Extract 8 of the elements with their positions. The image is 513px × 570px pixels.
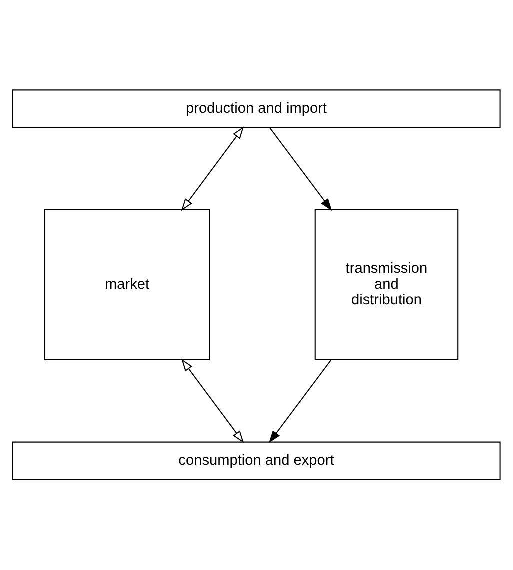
node-box: production and import — [12, 90, 501, 128]
arrow — [269, 360, 332, 444]
node-box: market — [44, 209, 210, 361]
arrow — [181, 126, 244, 212]
node-box: transmission and distribution — [314, 209, 459, 361]
arrow — [270, 128, 332, 212]
node-box: consumption and export — [12, 442, 501, 480]
arrow — [182, 359, 244, 444]
